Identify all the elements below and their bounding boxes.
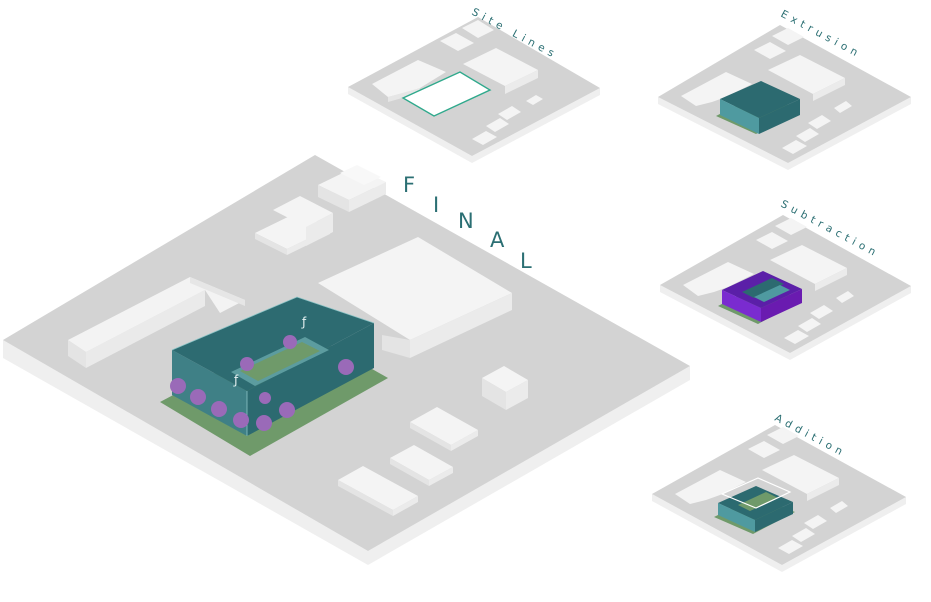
subtraction-plot: Subtraction [660, 198, 911, 360]
final-building-top-a [255, 196, 333, 255]
extrusion-plot: Extrusion [658, 8, 911, 170]
svg-text:ƒ: ƒ [233, 373, 239, 387]
final-people: ƒ ƒ [233, 315, 307, 387]
extrusion-mass [720, 81, 800, 118]
final-building-small-3 [390, 445, 453, 486]
final-plot: ƒ ƒ F I N A L [3, 155, 690, 565]
final-trees [170, 335, 354, 431]
final-teal-building [171, 296, 375, 436]
addition-plot: Addition [652, 412, 906, 572]
final-building-right [318, 237, 512, 358]
site-lines-boundary [401, 71, 492, 117]
final-building-top-b [318, 165, 386, 212]
final-building-small-4 [338, 466, 418, 516]
site-lines-plot: Site Lines [348, 6, 600, 163]
final-building-left [68, 277, 245, 368]
addition-roof-frame [720, 477, 792, 509]
final-building-small-2 [410, 407, 478, 451]
svg-text:ƒ: ƒ [301, 315, 307, 329]
final-label: F I N A L [403, 173, 532, 273]
final-building-small-1 [482, 366, 528, 410]
